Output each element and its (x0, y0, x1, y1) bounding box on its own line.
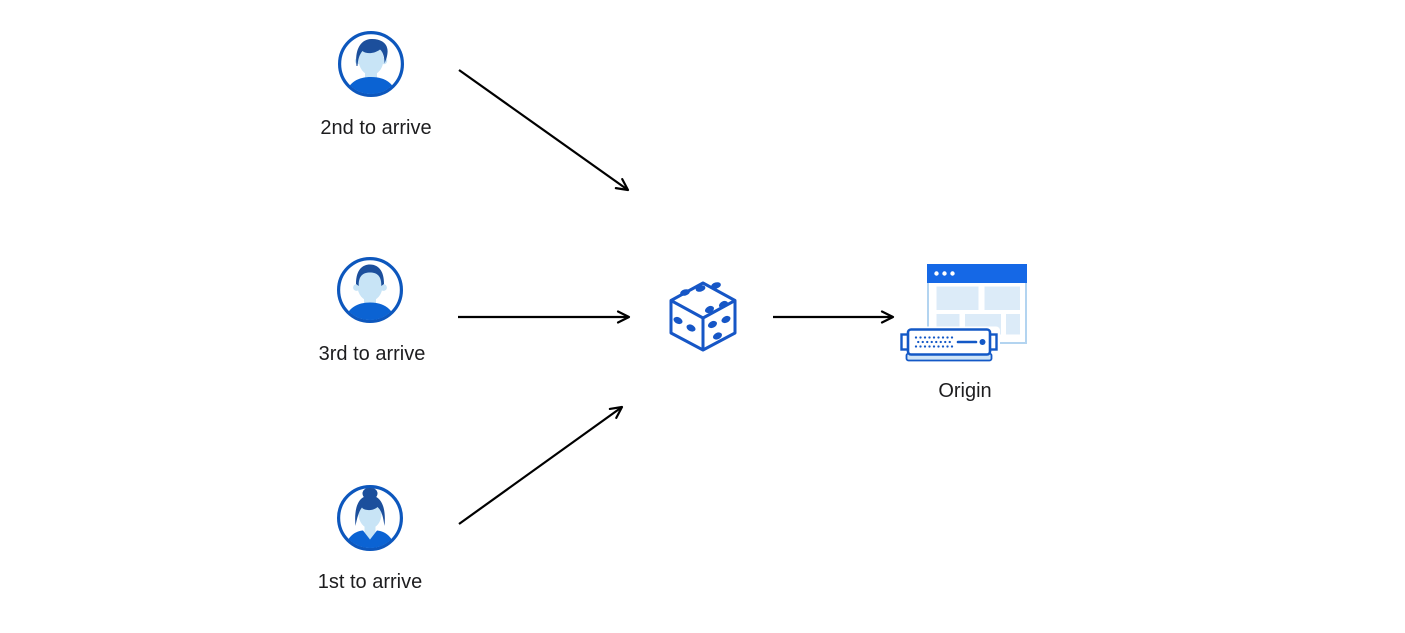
node-user-top (337, 30, 405, 98)
node-user-bottom (336, 484, 404, 552)
node-dice (669, 281, 737, 352)
arrow-user-top-to-dice (458, 69, 630, 192)
man-sidepart-avatar-icon (338, 31, 404, 97)
man-flattop-avatar-icon (337, 257, 403, 323)
node-user-middle (336, 256, 404, 324)
dice-icon (669, 281, 737, 352)
label-user-middle: 3rd to arrive (318, 343, 426, 365)
woman-bun-avatar-icon (337, 485, 403, 551)
arrow-user-bottom-to-dice (458, 405, 624, 525)
label-origin: Origin (938, 380, 992, 402)
label-user-top: 2nd to arrive (320, 117, 432, 139)
node-origin (895, 257, 1030, 365)
label-user-bottom: 1st to arrive (317, 571, 423, 593)
origin-server-browser-icon (898, 264, 1027, 362)
